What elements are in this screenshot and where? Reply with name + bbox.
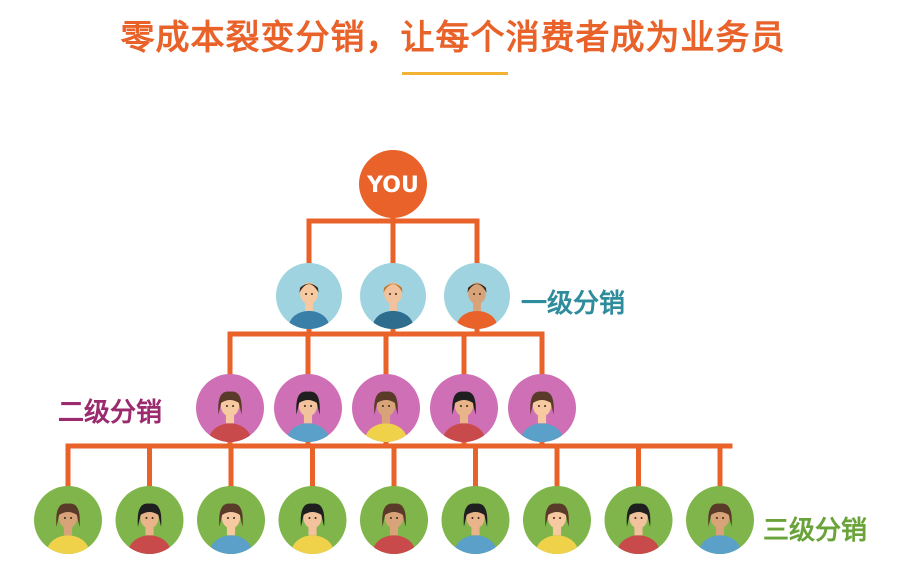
level-2-avatar [352, 374, 420, 442]
title-underline [402, 72, 508, 75]
root-node: YOU [359, 150, 427, 218]
level-1-label: 一级分销 [521, 289, 626, 319]
level-3-label: 三级分销 [763, 516, 868, 546]
level-3-avatar [278, 486, 347, 554]
tree-nodes: YOU [34, 150, 754, 554]
level-2-avatar [274, 374, 342, 442]
level-2-avatar [430, 374, 498, 442]
level-2-avatar [508, 374, 576, 442]
level-1-avatar [360, 263, 426, 329]
level-3-avatar [360, 486, 428, 554]
level-3-avatar [604, 486, 673, 554]
level-3-avatar [686, 486, 754, 554]
level-2-avatar [196, 374, 264, 442]
level-3-avatar [197, 486, 265, 554]
level-1-avatar [444, 263, 510, 329]
page-title: 零成本裂变分销，让每个消费者成为业务员 [120, 18, 786, 58]
level-3-avatar [115, 486, 184, 554]
level-3-avatar [441, 486, 510, 554]
level-3-avatar [34, 486, 102, 554]
level-1-avatar [276, 263, 342, 329]
level-3-avatar [523, 486, 591, 554]
level-2-label: 二级分销 [58, 398, 163, 428]
root-label: YOU [366, 173, 419, 198]
tree-connectors [65, 215, 733, 489]
